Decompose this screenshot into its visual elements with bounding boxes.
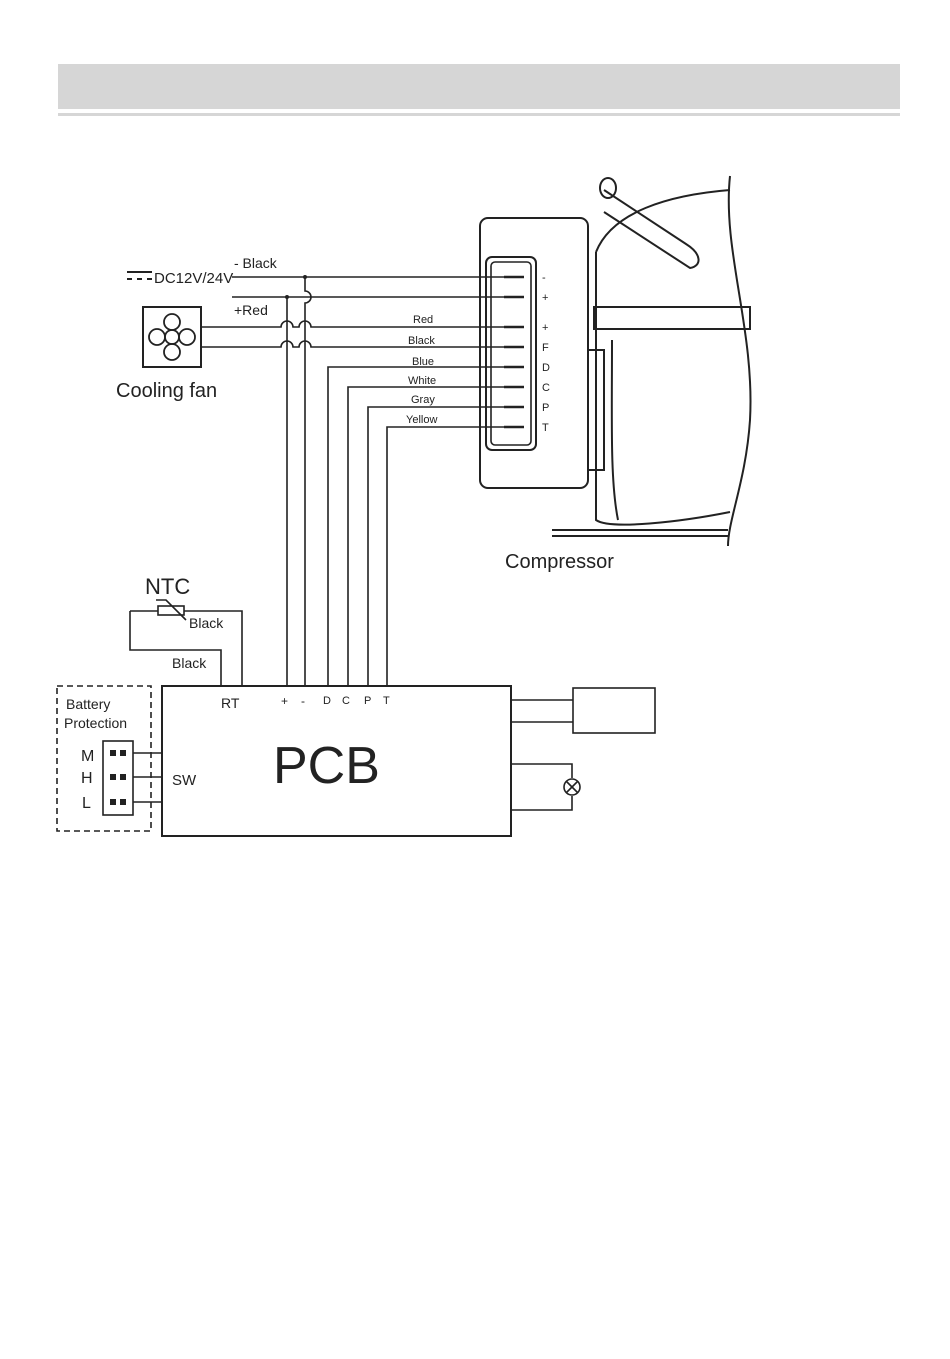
pcb-label: PCB	[273, 737, 380, 795]
compressor-terminal-box	[480, 218, 588, 488]
pcb-minus-wire	[305, 277, 311, 686]
battery-title-1: Battery	[66, 696, 110, 712]
pcb-pin-t: T	[383, 695, 390, 707]
terminal-f: F	[542, 342, 549, 354]
wire-label-blue: Blue	[412, 356, 434, 368]
wire-label-black: Black	[408, 335, 435, 347]
battery-title-2: Protection	[64, 715, 127, 731]
battery-level-h: H	[81, 770, 93, 787]
supply-neg-label: - Black	[234, 255, 278, 271]
terminal-plus-fan: +	[542, 322, 548, 334]
battery-sw-wires	[133, 753, 162, 802]
fan-label: Cooling fan	[116, 380, 217, 402]
wire-label-gray: Gray	[411, 394, 435, 406]
pcb-pin-plus: +	[281, 694, 288, 708]
terminal-minus: -	[542, 272, 546, 284]
pcb-sw-label: SW	[172, 772, 197, 789]
wire-label-white: White	[408, 375, 436, 387]
compressor-body	[552, 176, 751, 546]
battery-level-m: M	[81, 748, 94, 765]
pcb-rt-label: RT	[221, 695, 240, 711]
ntc-thermistor-icon	[156, 600, 186, 620]
pcb-pin-c: C	[342, 695, 350, 707]
ntc-label: NTC	[145, 574, 190, 599]
supply-voltage-label: DC12V/24V	[154, 270, 233, 287]
supply-pos-label: +Red	[234, 302, 268, 318]
ntc-wire-a	[130, 611, 242, 686]
fan-black-wire	[201, 341, 504, 347]
dc-symbol	[127, 272, 152, 279]
terminal-t: T	[542, 422, 549, 434]
fan-icon	[143, 307, 201, 367]
terminal-plus: +	[542, 292, 548, 304]
compressor-label: Compressor	[505, 551, 614, 573]
pcb-pin-minus: -	[301, 694, 305, 708]
pcb-pin-d: D	[323, 695, 331, 707]
output-box	[573, 688, 655, 733]
pcb-pin-p: P	[364, 695, 371, 707]
ntc-wire-label-1: Black	[189, 615, 224, 631]
lamp-icon	[564, 779, 580, 795]
battery-jumper-block[interactable]	[103, 741, 133, 815]
battery-level-l: L	[82, 795, 91, 812]
fan-red-wire	[201, 321, 504, 327]
wire-label-red: Red	[413, 314, 433, 326]
terminal-d: D	[542, 362, 550, 374]
wire-label-yellow: Yellow	[406, 414, 437, 426]
wire-t	[387, 427, 504, 686]
wire-p	[368, 407, 504, 686]
lamp-wires	[511, 764, 572, 810]
terminal-c: C	[542, 382, 550, 394]
output-box-wires	[511, 700, 573, 722]
terminal-p: P	[542, 402, 549, 414]
ntc-wire-label-2: Black	[172, 655, 207, 671]
